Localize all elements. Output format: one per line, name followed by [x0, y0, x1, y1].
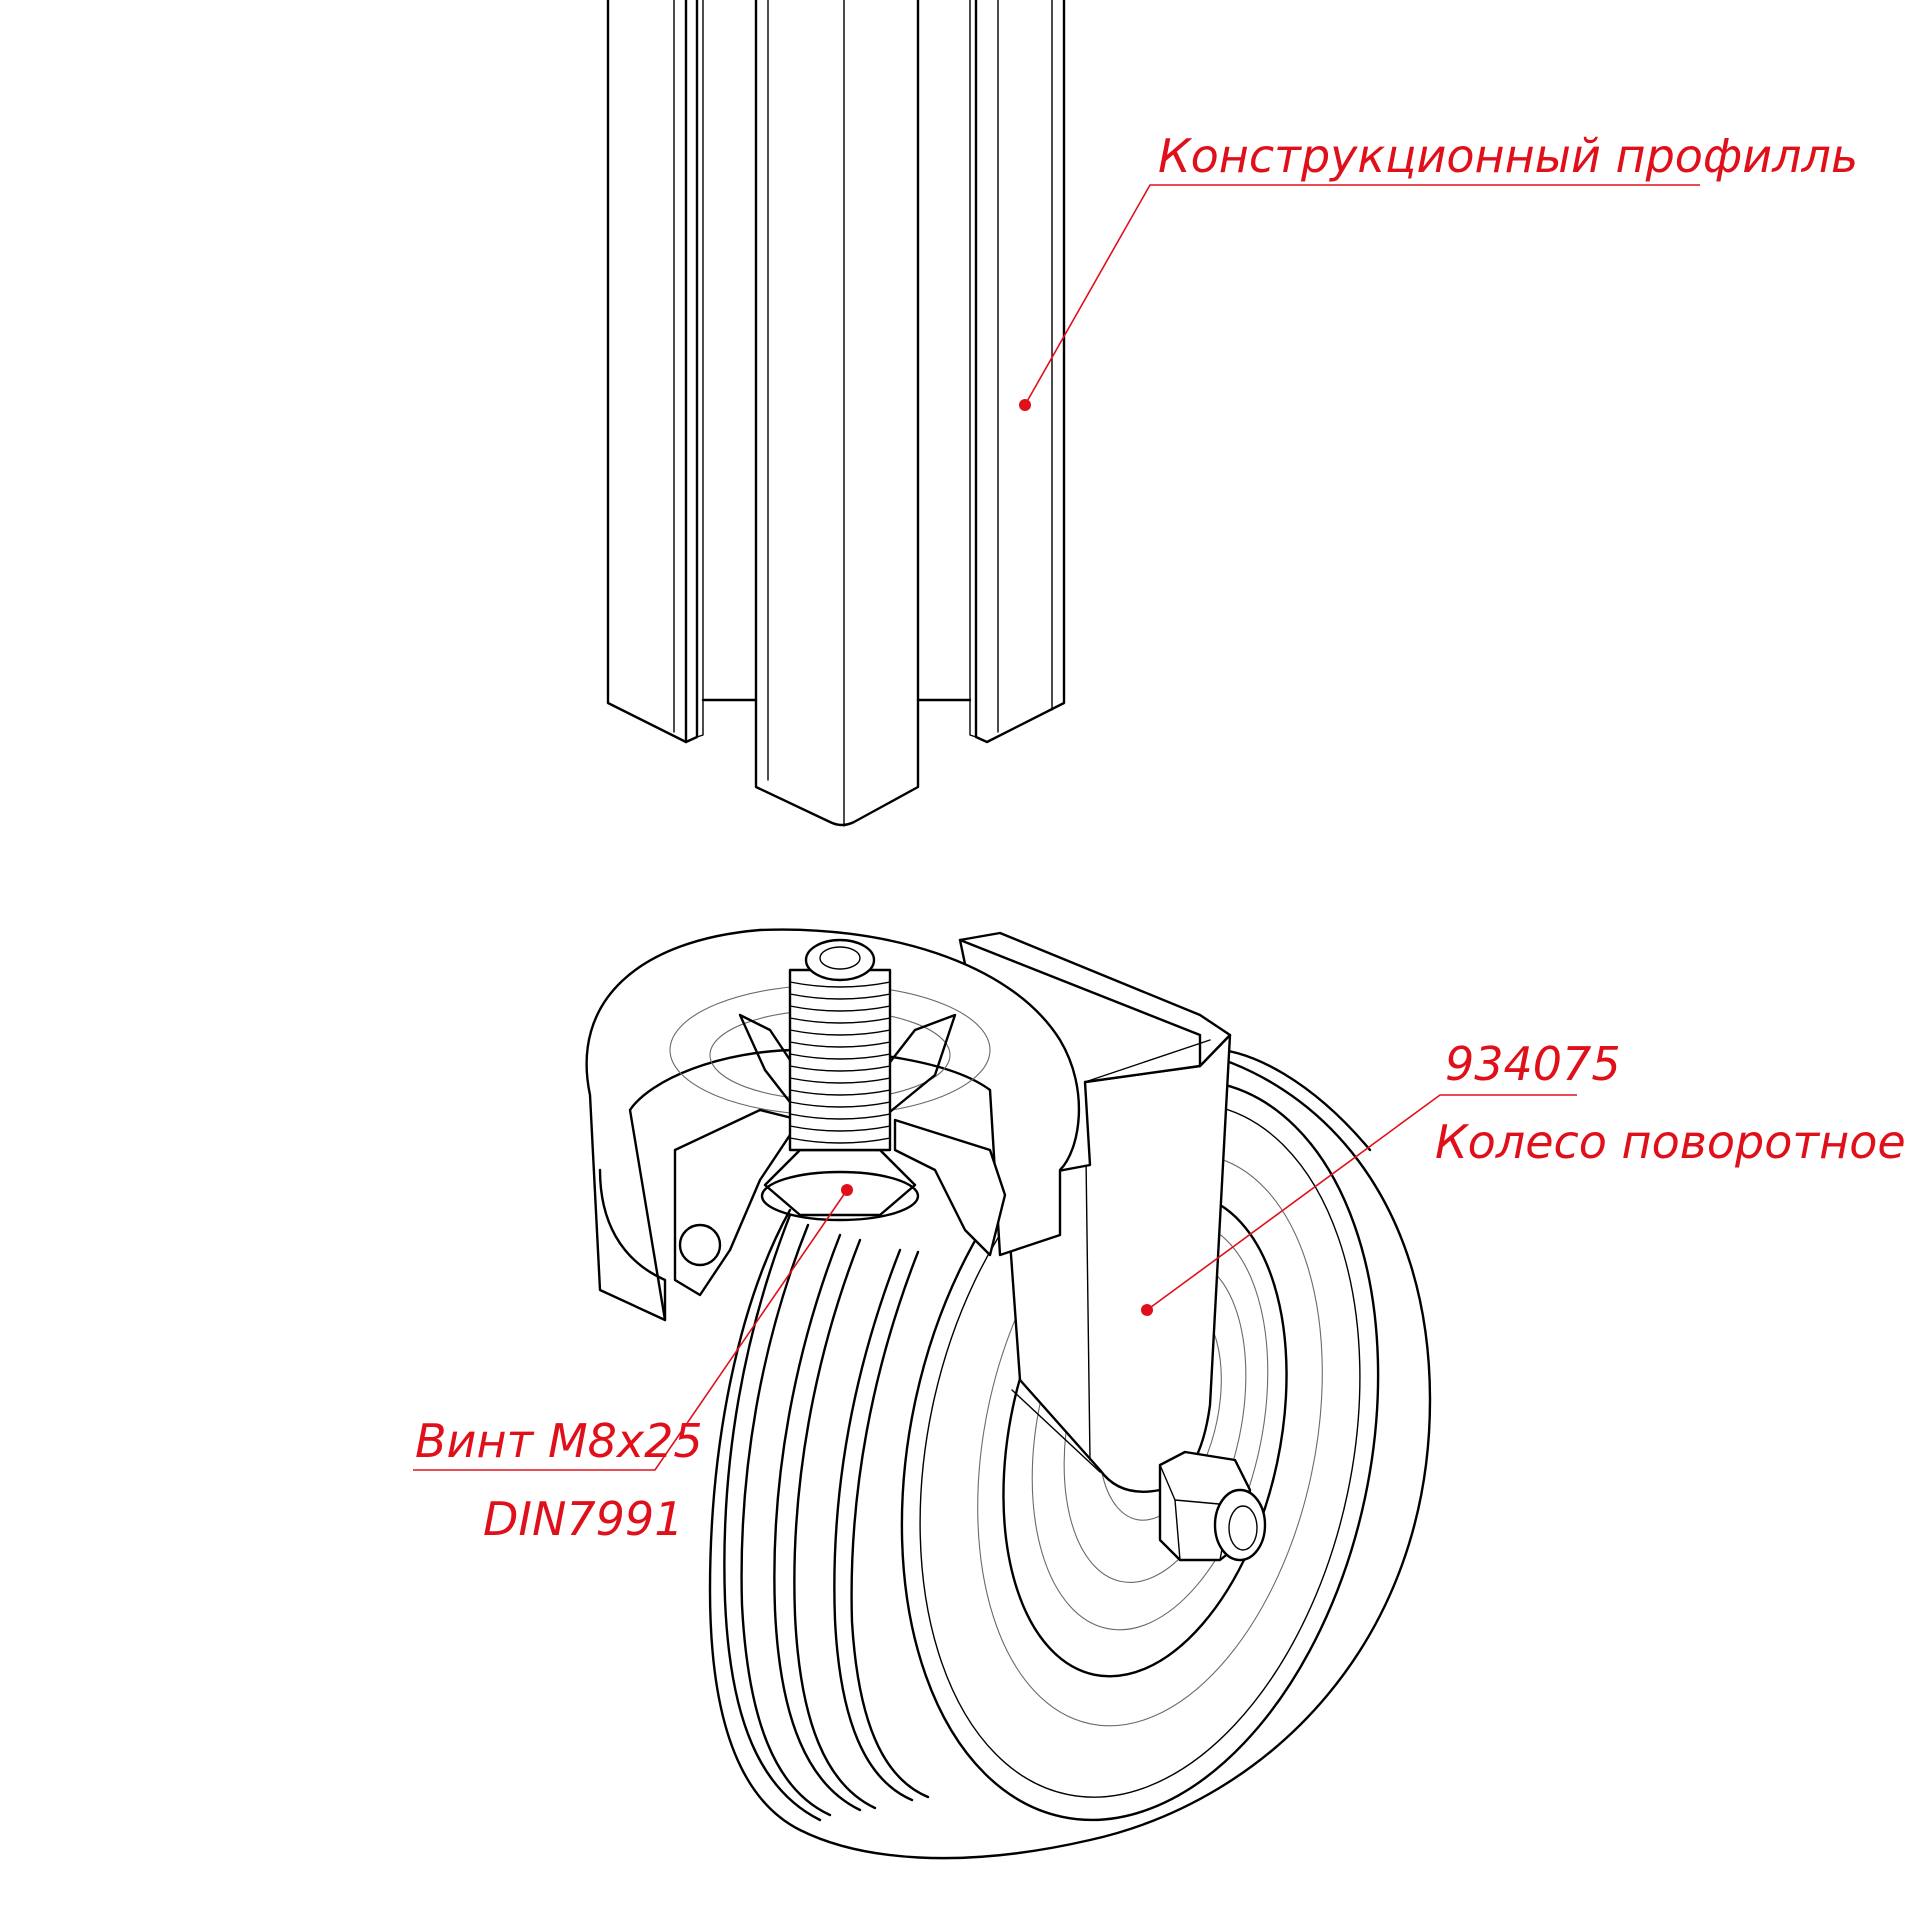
swivel-caster	[585, 928, 1432, 1860]
callout-screw-standard: DIN7991	[483, 1492, 683, 1546]
callout-wheel-name: Колесо поворотное	[1435, 1115, 1906, 1169]
callout-wheel-part-number: 934075	[1445, 1037, 1621, 1091]
callout-screw-leader	[413, 1189, 848, 1471]
screw-thread	[789, 981, 891, 1144]
callout-profile-leader	[1024, 184, 1700, 406]
callout-profile: Конструкционный профилль	[1019, 129, 1858, 411]
callout-screw-name: Винт М8х25	[415, 1414, 703, 1468]
callout-wheel: 934075 Колесо поворотное	[1141, 1037, 1906, 1316]
callout-wheel-leader	[1146, 1094, 1577, 1311]
callout-screw: Винт М8х25 DIN7991	[413, 1184, 853, 1546]
structural-profile	[606, 0, 1066, 827]
callout-profile-label: Конструкционный профилль	[1158, 129, 1858, 183]
